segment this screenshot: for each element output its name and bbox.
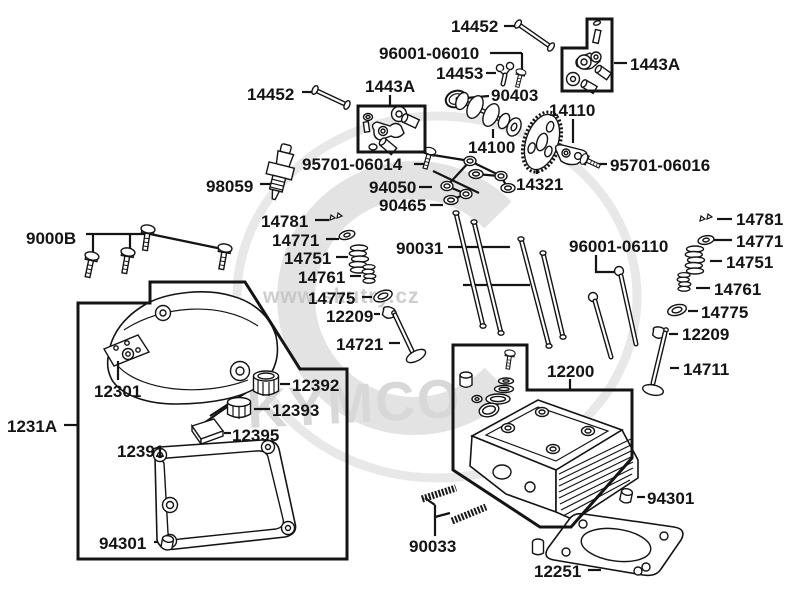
cap-12392-drawing	[252, 370, 280, 396]
label-90403: 90403	[491, 86, 538, 105]
label-12393: 12393	[272, 401, 319, 420]
label-14452-left: 14452	[247, 85, 294, 104]
label-14771-left: 14771	[272, 231, 319, 250]
label-14452-top: 14452	[451, 17, 498, 36]
label-12209-left: 12209	[326, 307, 373, 326]
valve-cover-drawing	[102, 291, 279, 405]
part-labels: 14452 96001-06010 14453 1443A 14452 1443…	[7, 17, 783, 581]
head-bolts-drawing	[587, 265, 639, 360]
label-12200: 12200	[547, 362, 594, 381]
rocker-shaft-top-drawing	[513, 19, 556, 52]
clip-14453-drawing	[495, 61, 515, 87]
spark-plug-drawing	[265, 143, 296, 201]
label-90031: 90031	[396, 239, 443, 258]
label-95701-06016: 95701-06016	[610, 156, 710, 175]
label-9000b: 9000B	[26, 229, 76, 248]
label-94050: 94050	[369, 178, 416, 197]
label-14721: 14721	[336, 335, 383, 354]
label-98059: 98059	[206, 177, 253, 196]
label-14781-right: 14781	[736, 210, 783, 229]
head-gasket-drawing	[531, 512, 684, 577]
label-12395: 12395	[232, 426, 279, 445]
watermark-brand-text: KYMCO	[245, 367, 463, 440]
label-14771-right: 14771	[736, 232, 783, 251]
label-14321: 14321	[516, 175, 563, 194]
label-14775-right: 14775	[701, 303, 748, 322]
valve-train-left-drawing	[329, 212, 427, 364]
label-95701-06014: 95701-06014	[302, 155, 403, 174]
label-1443a-right: 1443A	[630, 55, 680, 74]
label-14453: 14453	[436, 64, 483, 83]
rocker-shaft-left-drawing	[311, 84, 351, 111]
valve-train-right-drawing	[641, 213, 716, 397]
studs-drawing	[420, 484, 488, 525]
label-14781-left: 14781	[261, 212, 308, 231]
label-14711: 14711	[683, 360, 729, 379]
label-96001-06110: 96001-06110	[569, 237, 668, 256]
label-96001-06010: 96001-06010	[379, 44, 479, 63]
plate-12395-drawing	[190, 418, 225, 447]
label-12392: 12392	[292, 376, 339, 395]
rocker-assembly-left-drawing	[362, 105, 421, 156]
pushrods-drawing	[452, 210, 567, 349]
watermark-c-emblem	[277, 161, 512, 435]
label-14761-left: 14761	[298, 268, 345, 287]
label-12301: 12301	[94, 382, 141, 401]
label-90465: 90465	[379, 196, 426, 215]
plug-94301-left-drawing	[159, 534, 175, 552]
label-14775-left: 14775	[308, 289, 355, 308]
label-1443a-left: 1443A	[365, 77, 415, 96]
cylinder-head-drawing	[469, 399, 639, 521]
valve-guide-parts-drawing	[459, 348, 517, 418]
cover-assembly-box	[76, 280, 349, 561]
label-12209-right: 12209	[682, 325, 729, 344]
label-12251: 12251	[534, 562, 581, 581]
label-1231a: 1231A	[7, 417, 57, 436]
cover-bolts-drawing	[79, 223, 234, 280]
camshaft-drawing	[455, 91, 522, 137]
label-90033: 90033	[409, 537, 456, 556]
rocker-box-right-outline	[560, 17, 614, 93]
cylinder-head-box	[451, 343, 634, 529]
cover-gasket-drawing	[151, 439, 297, 551]
label-14100: 14100	[468, 138, 515, 157]
label-94301-right: 94301	[647, 489, 694, 508]
plug-94301-right-drawing	[618, 487, 634, 505]
label-14751-left: 14751	[284, 249, 331, 268]
rocker-assembly-right-drawing	[565, 20, 613, 95]
label-14761-right: 14761	[714, 280, 761, 299]
intake-valve-drawing	[391, 310, 427, 364]
label-14110: 14110	[549, 101, 595, 120]
kymco-watermark: www.skutry.cz KYMCO	[232, 111, 642, 483]
label-94301-left: 94301	[99, 534, 146, 553]
cap-12393-drawing	[226, 396, 252, 419]
label-14751-right: 14751	[726, 253, 773, 272]
rocker-box-left-outline	[356, 104, 427, 154]
exhaust-valve-drawing	[641, 327, 669, 397]
label-12391: 12391	[117, 442, 164, 461]
